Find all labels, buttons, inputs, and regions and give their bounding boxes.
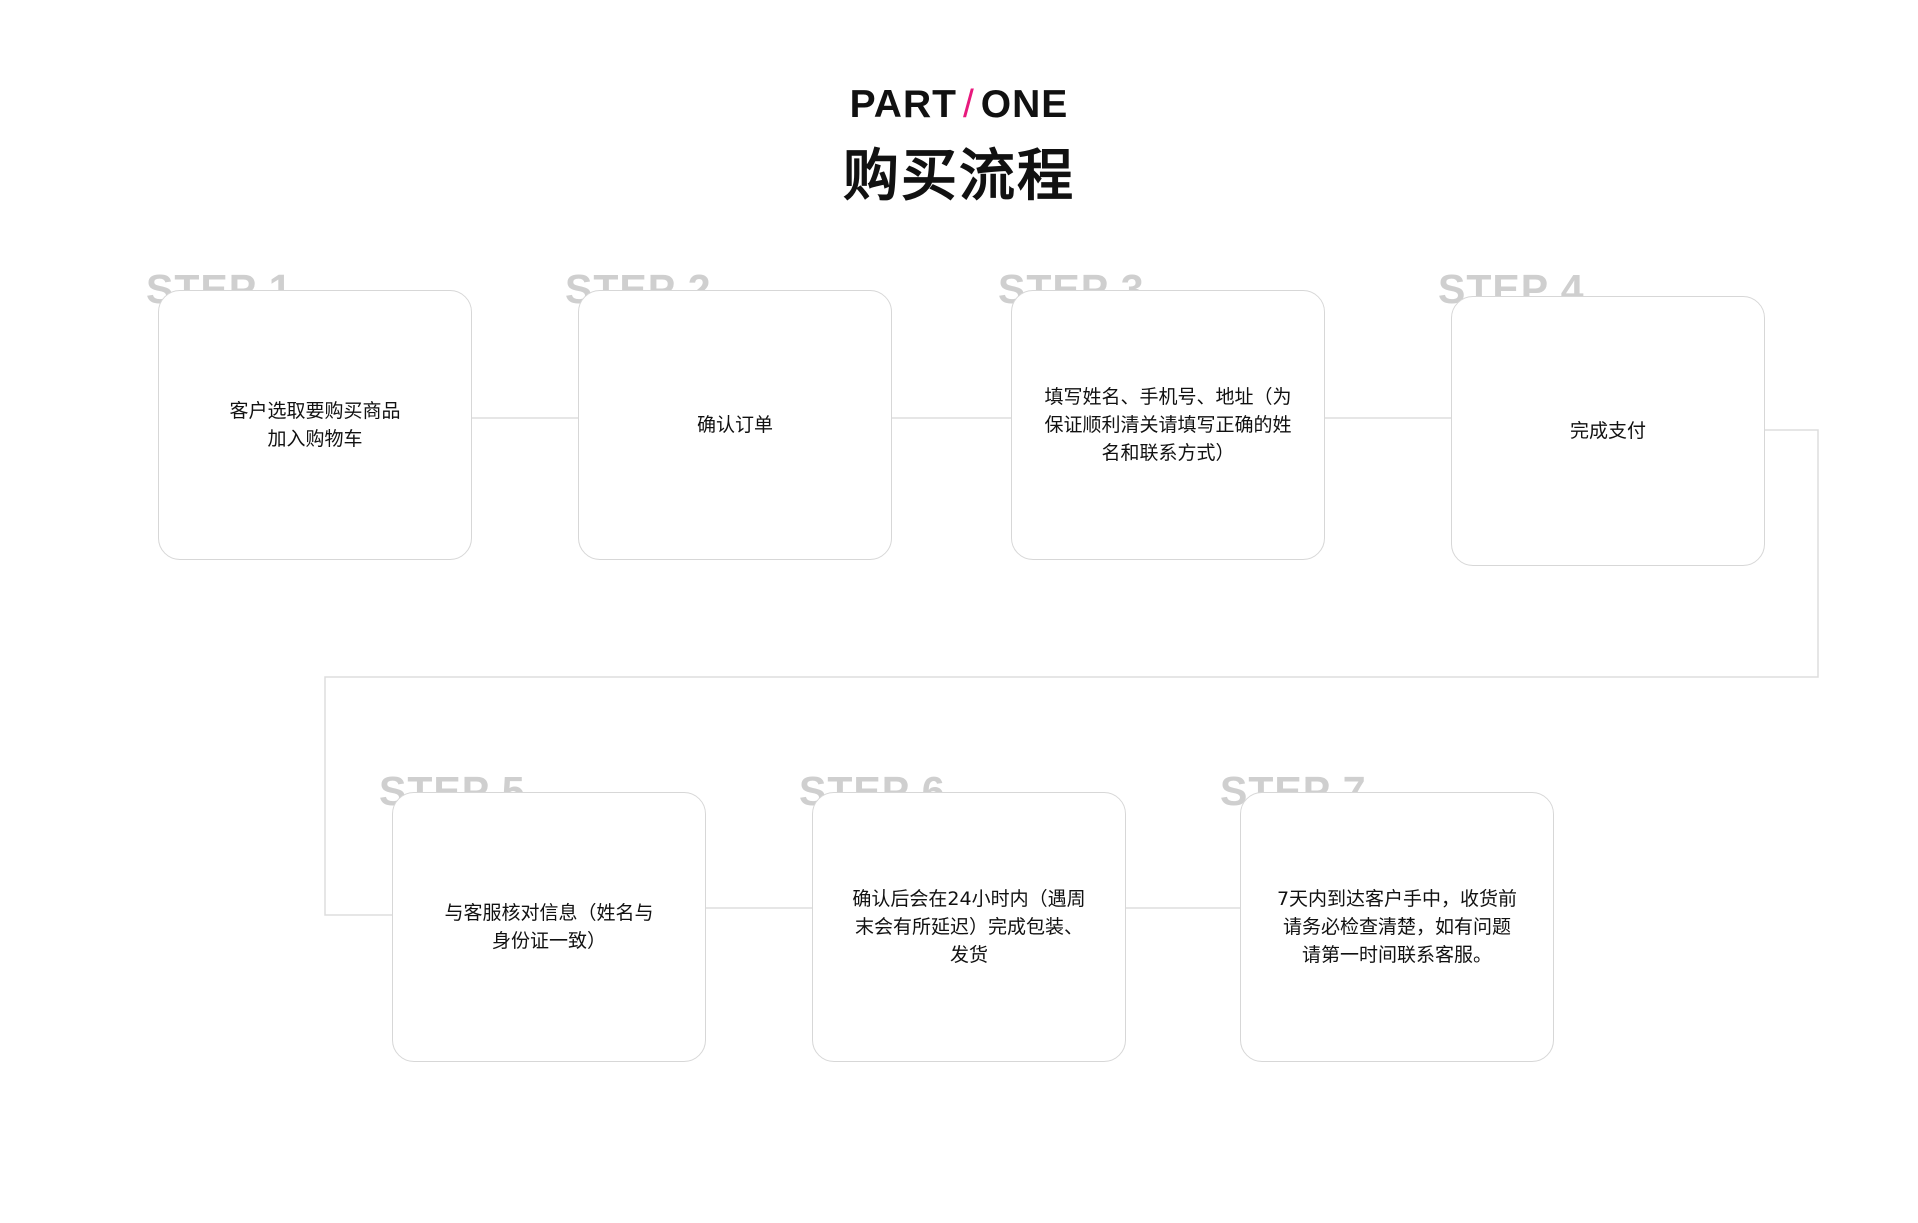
connector-4-5 [324, 429, 1819, 916]
step-card-5: 与客服核对信息（姓名与身份证一致） [392, 792, 706, 1062]
step-text-4: 完成支付 [1569, 420, 1646, 442]
step-text-2: 确认订单 [696, 414, 773, 436]
section-header: PART/ONE 购买流程 [0, 80, 1918, 210]
step-card-2: 确认订单 [578, 290, 892, 560]
part-label-left: PART [849, 83, 957, 126]
step-text-6: 确认后会在24小时内（遇周末会有所延迟）完成包装、发货 [852, 888, 1086, 966]
part-label-right: ONE [980, 83, 1069, 126]
step-card-4: 完成支付 [1451, 296, 1765, 566]
part-label: PART/ONE [0, 80, 1918, 130]
step-text-5: 与客服核对信息（姓名与身份证一致） [444, 902, 654, 952]
step-card-1: 客户选取要购买商品加入购物车 [158, 290, 472, 560]
step-text-7: 7天内到达客户手中，收货前请务必检查清楚，如有问题请第一时间联系客服。 [1276, 888, 1518, 966]
part-label-slash: / [962, 83, 975, 126]
step-card-3: 填写姓名、手机号、地址（为保证顺利清关请填写正确的姓名和联系方式） [1011, 290, 1325, 560]
page-title: 购买流程 [843, 144, 1075, 209]
step-card-6: 确认后会在24小时内（遇周末会有所延迟）完成包装、发货 [812, 792, 1126, 1062]
step-card-7: 7天内到达客户手中，收货前请务必检查清楚，如有问题请第一时间联系客服。 [1240, 792, 1554, 1062]
step-text-3: 填写姓名、手机号、地址（为保证顺利清关请填写正确的姓名和联系方式） [1044, 386, 1292, 464]
step-text-1: 客户选取要购买商品加入购物车 [229, 400, 401, 450]
